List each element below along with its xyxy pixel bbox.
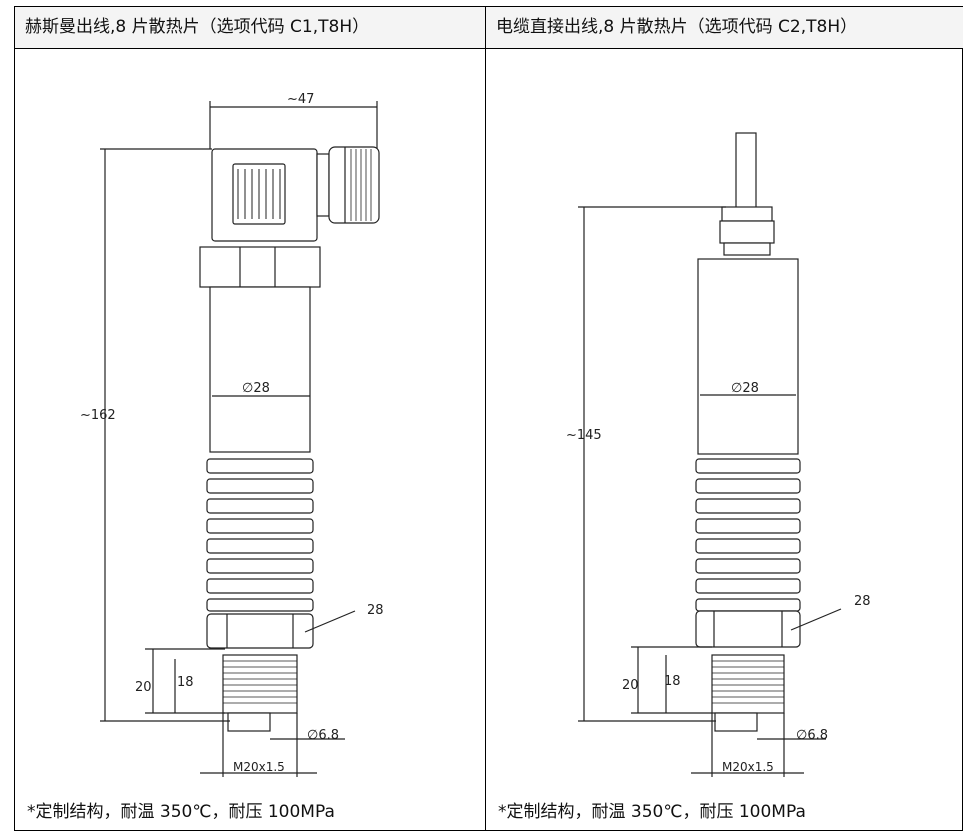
left-dim-20: 20 (135, 680, 152, 695)
right-dim-diameter: ∅28 (731, 381, 759, 396)
left-dim-thread-spec: M20x1.5 (233, 760, 285, 774)
right-dim-18: 18 (664, 674, 681, 689)
column-divider (485, 7, 486, 830)
left-dim-18: 18 (177, 675, 194, 690)
right-dim-port: ∅6.8 (796, 728, 828, 743)
right-panel-note: *定制结构，耐温 350℃，耐压 100MPa (498, 802, 806, 822)
spec-table: 赫斯曼出线,8 片散热片（选项代码 C1,T8H） 电缆直接出线,8 片散热片（… (14, 6, 963, 831)
right-dim-20: 20 (622, 678, 639, 693)
left-dim-height: ~162 (80, 408, 116, 423)
right-dim-height: ~145 (566, 428, 602, 443)
left-dim-width: ~47 (287, 92, 314, 107)
left-dim-wrench: 28 (367, 603, 384, 618)
left-dim-port: ∅6.8 (307, 728, 339, 743)
hirschmann-sensor-drawing: ~47 ~162 ∅28 28 20 18 ∅6.8 M20x1.5 (80, 92, 384, 777)
left-panel-title: 赫斯曼出线,8 片散热片（选项代码 C1,T8H） (15, 7, 485, 48)
right-panel-title: 电缆直接出线,8 片散热片（选项代码 C2,T8H） (486, 7, 963, 48)
right-dim-wrench: 28 (854, 594, 871, 609)
header-divider (15, 48, 962, 49)
right-dim-thread-spec: M20x1.5 (722, 760, 774, 774)
left-dim-diameter: ∅28 (242, 381, 270, 396)
left-panel-note: *定制结构，耐温 350℃，耐压 100MPa (27, 802, 335, 822)
cable-sensor-drawing: ~145 ∅28 28 20 18 ∅6.8 M20x1.5 (566, 132, 871, 777)
